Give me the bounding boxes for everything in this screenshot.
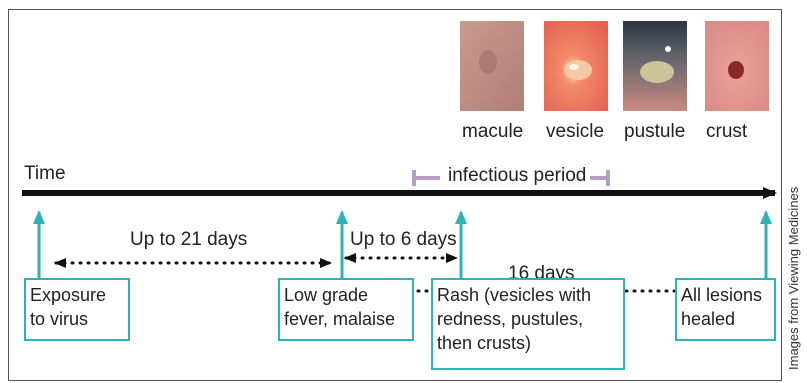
time-label: Time — [24, 163, 66, 185]
event-rash-line-2: redness, pustules, — [437, 307, 619, 331]
event-box-exposure: Exposure to virus — [24, 278, 130, 341]
crust-photo — [705, 21, 769, 111]
event-healed-line-2: healed — [681, 307, 770, 331]
event-exposure-line-1: Exposure — [30, 283, 124, 307]
event-exposure-line-2: to virus — [30, 307, 124, 331]
event-box-fever: Low grade fever, malaise — [278, 278, 414, 341]
infectious-period-label: infectious period — [445, 165, 589, 187]
event-rash-line-1: Rash (vesicles with — [437, 283, 619, 307]
duration-label-21-days: Up to 21 days — [130, 229, 247, 251]
event-rash-line-3: then crusts) — [437, 331, 619, 355]
stage-label-vesicle: vesicle — [546, 121, 604, 143]
stage-label-macule: macule — [462, 121, 523, 143]
event-healed-line-1: All lesions — [681, 283, 770, 307]
stage-label-pustule: pustule — [624, 121, 685, 143]
event-box-rash: Rash (vesicles with redness, pustules, t… — [431, 278, 625, 370]
macule-photo — [460, 21, 524, 111]
duration-label-6-days: Up to 6 days — [350, 229, 457, 251]
vesicle-photo — [544, 21, 608, 111]
image-credit: Images from Viewing Medicines — [786, 187, 801, 370]
event-fever-line-1: Low grade — [284, 283, 408, 307]
event-fever-line-2: fever, malaise — [284, 307, 408, 331]
event-box-healed: All lesions healed — [675, 278, 776, 341]
pustule-photo — [623, 21, 687, 111]
stage-label-crust: crust — [706, 121, 747, 143]
